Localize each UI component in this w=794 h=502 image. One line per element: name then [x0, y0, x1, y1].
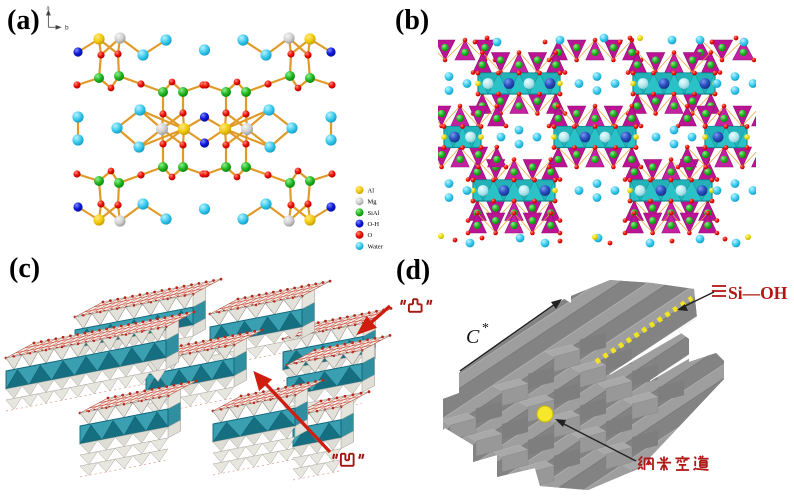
svg-text:(d): (d): [396, 255, 430, 286]
svg-text:Mg: Mg: [368, 199, 378, 206]
svg-text:Al: Al: [368, 187, 375, 194]
svg-text:*: *: [482, 321, 489, 336]
svg-text:(b): (b): [395, 5, 429, 36]
svg-text:Water: Water: [368, 243, 384, 250]
svg-text:C: C: [466, 326, 480, 348]
svg-text:a: a: [47, 6, 51, 12]
svg-text:O: O: [368, 232, 373, 239]
svg-text:O-H: O-H: [368, 221, 380, 228]
svg-text:b: b: [65, 25, 69, 32]
svg-text:SiAl: SiAl: [368, 210, 380, 217]
svg-text:(a): (a): [7, 5, 40, 36]
svg-text:Si—OH: Si—OH: [728, 283, 788, 303]
svg-text:(c): (c): [9, 253, 40, 284]
